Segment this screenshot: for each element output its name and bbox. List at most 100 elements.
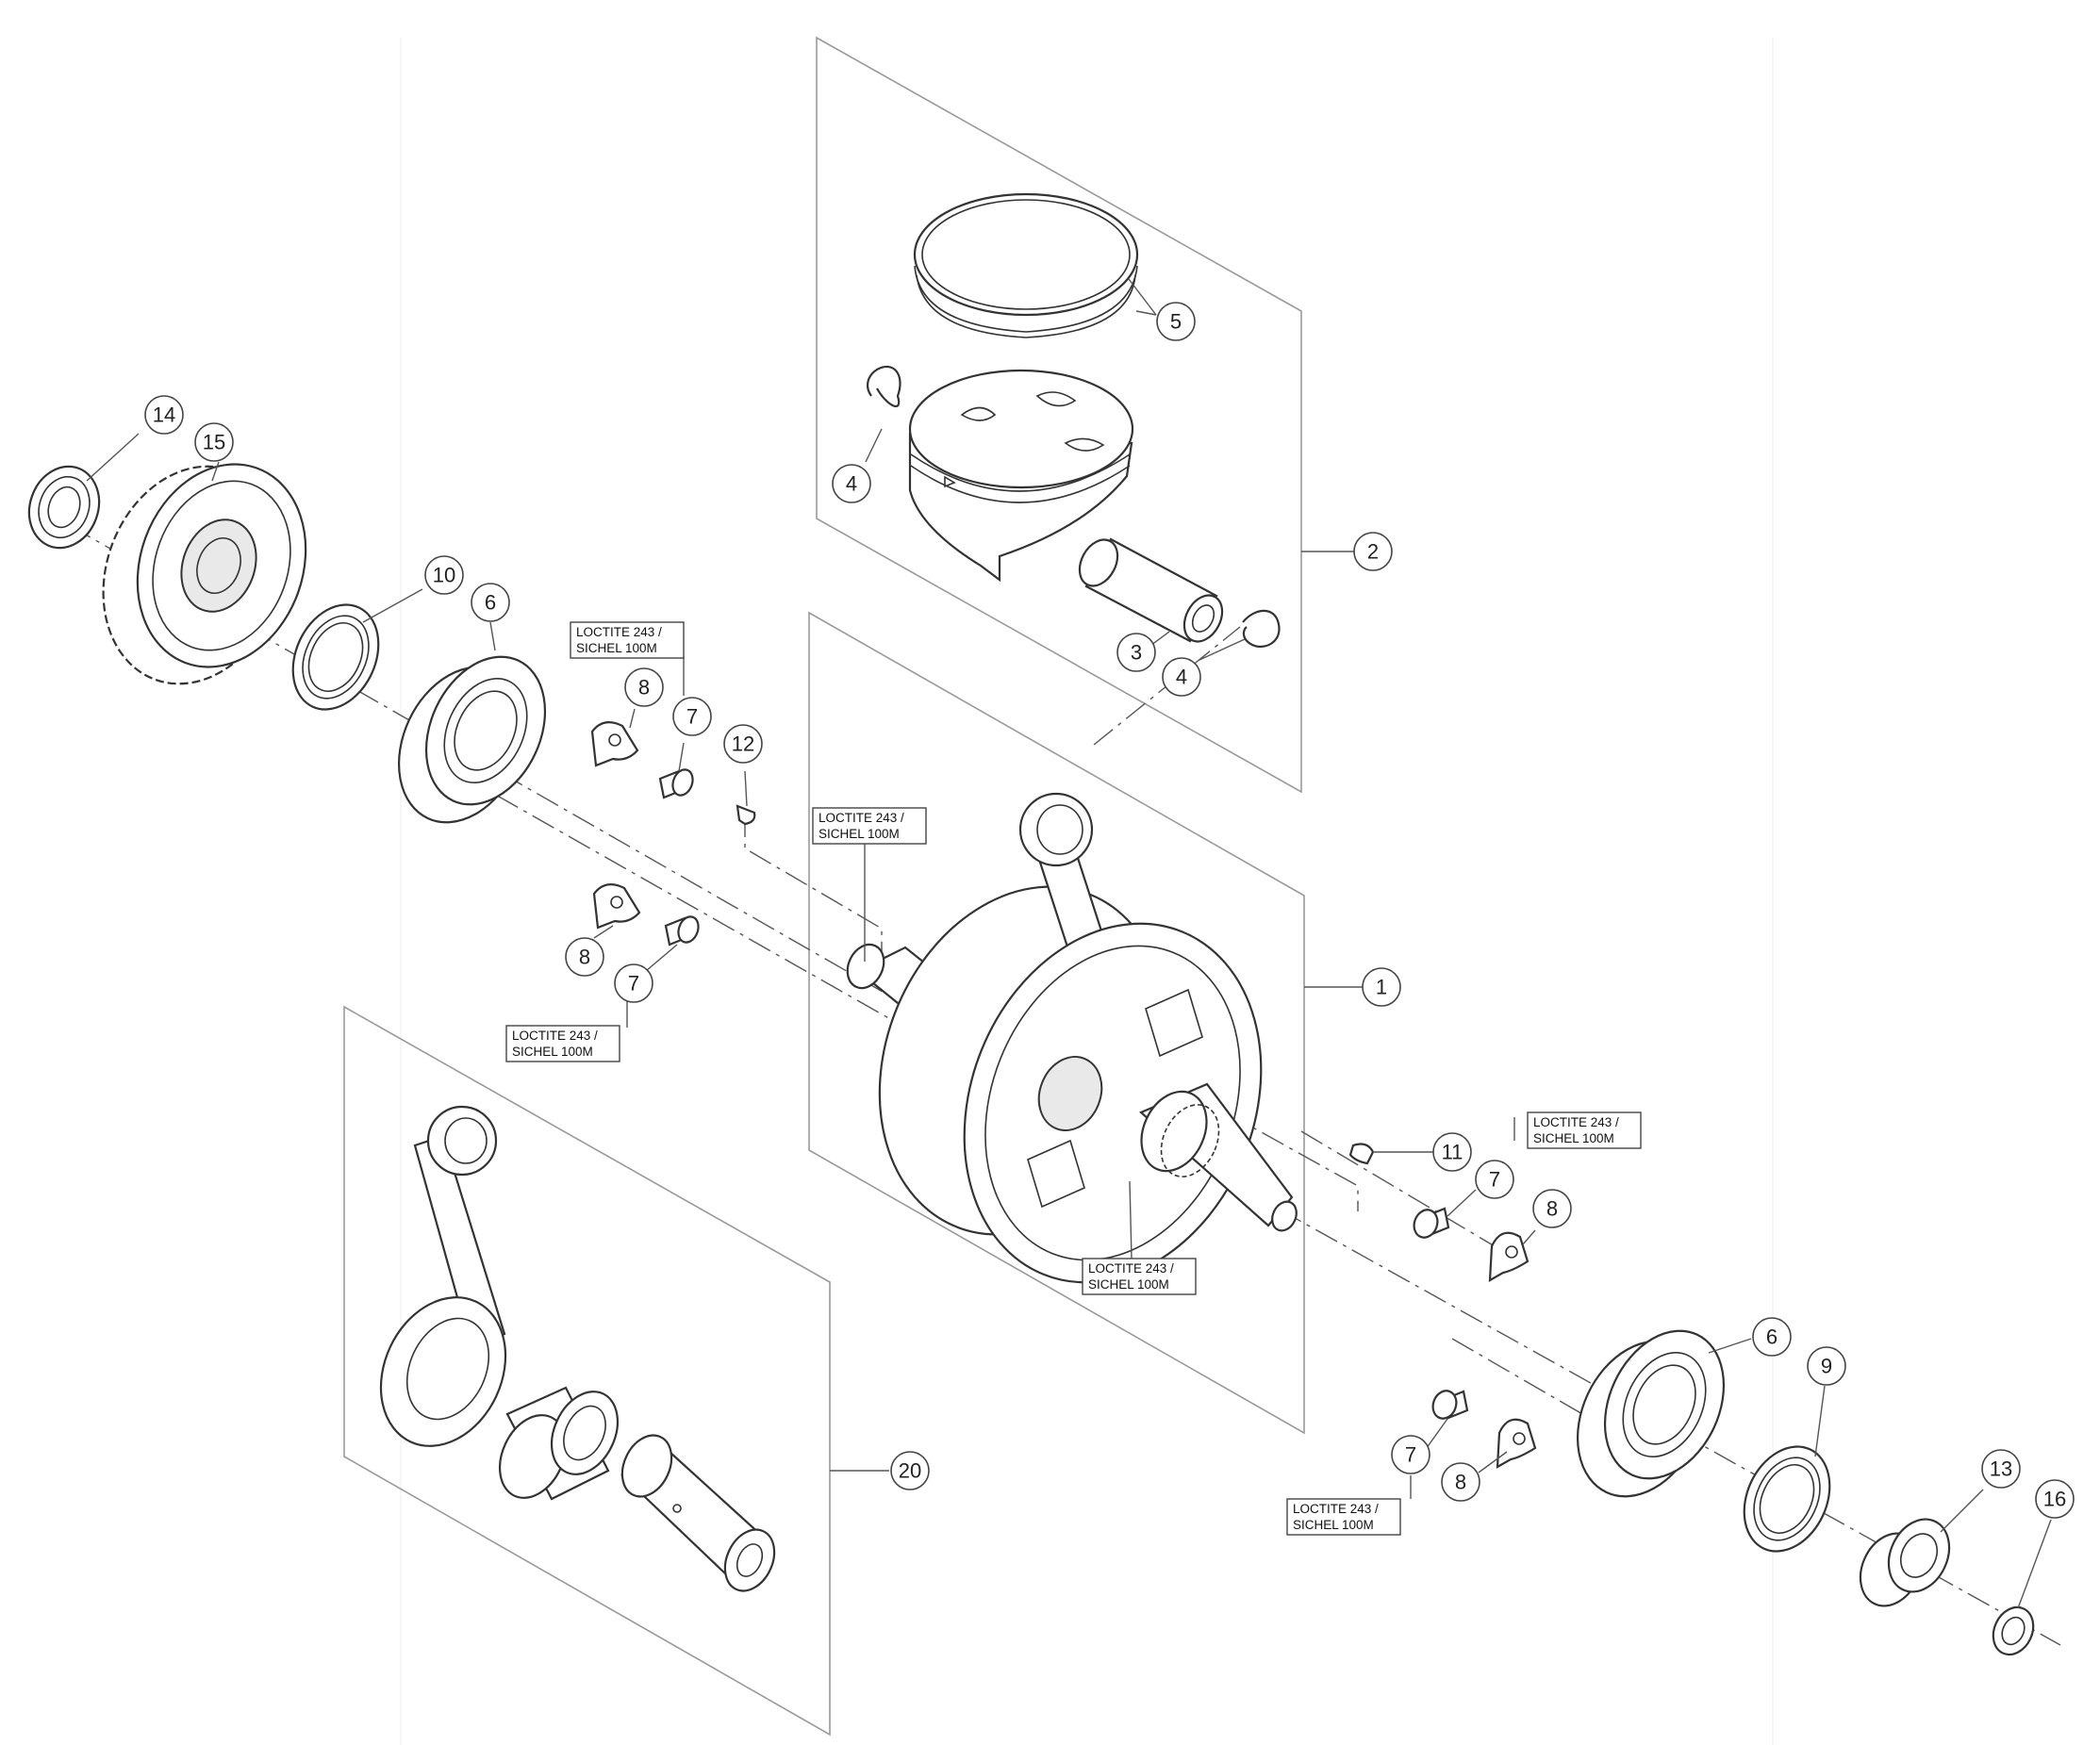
loctite-note-line1: LOCTITE 243 /: [1088, 1261, 1174, 1276]
svg-text:1: 1: [1376, 976, 1387, 999]
loctite-note-line2: SICHEL 100M: [576, 641, 657, 655]
piston: [908, 369, 1134, 583]
screw-right-upper: [1413, 1207, 1450, 1239]
callout-8-right-upper: 8: [1532, 1189, 1572, 1228]
callout-12: 12: [723, 724, 763, 764]
needle-bearing-cage: [498, 1386, 620, 1501]
screw-upper-left: [658, 768, 694, 799]
loctite-note-line2: SICHEL 100M: [512, 1045, 593, 1059]
svg-text:8: 8: [1455, 1471, 1466, 1494]
callout-5: 5: [1156, 302, 1196, 341]
svg-text:4: 4: [1176, 666, 1187, 689]
piston-pin: [1078, 537, 1224, 643]
callout-16: 16: [2035, 1479, 2075, 1519]
loctite-note-line2: SICHEL 100M: [1293, 1518, 1374, 1532]
loctite-note-line2: SICHEL 100M: [1533, 1131, 1614, 1145]
loctite-note-lower-left: LOCTITE 243 / SICHEL 100M: [505, 1025, 620, 1062]
svg-text:8: 8: [638, 676, 650, 700]
oil-seal-small-left: [27, 465, 101, 550]
callout-4-right: 4: [1162, 657, 1201, 697]
woodruff-key-right: [1348, 1143, 1375, 1165]
lock-plate-hole: [608, 733, 621, 747]
callout-10: 10: [424, 555, 464, 595]
lock-plate-lower-left: [592, 883, 641, 930]
svg-text:5: 5: [1170, 310, 1182, 334]
loctite-note-line1: LOCTITE 243 /: [1293, 1502, 1379, 1516]
shaft-seal-ring-right: [1743, 1445, 1831, 1553]
oil-seal-small-right: [1992, 1605, 2035, 1656]
svg-text:6: 6: [1766, 1325, 1778, 1349]
svg-text:7: 7: [1405, 1443, 1416, 1467]
svg-text:16: 16: [2043, 1488, 2066, 1511]
svg-text:11: 11: [1442, 1141, 1463, 1164]
callout-6-left: 6: [471, 583, 510, 622]
svg-text:8: 8: [579, 946, 590, 969]
circlip-left: [866, 365, 901, 408]
crankshaft-nut: [1859, 1518, 1951, 1607]
svg-text:7: 7: [628, 972, 639, 996]
svg-text:10: 10: [433, 564, 455, 587]
callout-14: 14: [144, 395, 184, 435]
connecting-rod-kit: [379, 1105, 507, 1447]
callout-3: 3: [1116, 633, 1156, 672]
piston-rings: [913, 192, 1139, 338]
leader-lines: [86, 278, 2052, 1609]
callout-4-left: 4: [832, 464, 871, 503]
loctite-note-line1: LOCTITE 243 /: [576, 625, 662, 639]
svg-text:4: 4: [846, 472, 857, 496]
callout-8-lower-left: 8: [565, 937, 604, 977]
svg-text:7: 7: [686, 705, 698, 729]
loctite-note-line1: LOCTITE 243 /: [512, 1029, 598, 1043]
callout-7-lower-left: 7: [614, 963, 653, 1003]
svg-text:8: 8: [1546, 1197, 1558, 1221]
svg-text:6: 6: [485, 591, 496, 615]
screw-lower-left: [664, 915, 700, 947]
callout-20: 20: [890, 1451, 930, 1490]
crank-pin: [620, 1434, 776, 1592]
callout-8-upper-left: 8: [624, 667, 664, 707]
loctite-note-line2: SICHEL 100M: [1088, 1277, 1169, 1292]
callout-13: 13: [1981, 1449, 2021, 1489]
svg-text:20: 20: [899, 1459, 921, 1483]
primary-gear: [102, 463, 307, 685]
lock-plate-hole: [1505, 1245, 1518, 1259]
callout-8-right-lower: 8: [1441, 1462, 1480, 1502]
callout-9: 9: [1807, 1346, 1846, 1386]
svg-text:15: 15: [203, 431, 225, 454]
main-bearing-right: [1576, 1329, 1726, 1498]
loctite-note-line1: LOCTITE 243 /: [819, 811, 904, 825]
loctite-note-right-upper: LOCTITE 243 / SICHEL 100M: [1527, 1111, 1642, 1149]
lock-plate-hole: [1513, 1432, 1526, 1445]
loctite-note-line2: SICHEL 100M: [819, 827, 900, 841]
svg-text:3: 3: [1131, 641, 1142, 665]
conrod-kit-group-outline: [343, 1005, 831, 1737]
loctite-note-right-lower: LOCTITE 243 / SICHEL 100M: [1286, 1498, 1401, 1536]
callout-6-right: 6: [1752, 1317, 1792, 1357]
screw-right-lower: [1431, 1390, 1469, 1420]
lock-plate-hole: [610, 896, 623, 909]
woodruff-key-upper: [736, 804, 756, 826]
shaft-seal-ring: [291, 603, 380, 711]
loctite-note-line1: LOCTITE 243 /: [1533, 1115, 1619, 1129]
callout-15: 15: [194, 422, 234, 462]
callout-7-right-upper: 7: [1475, 1160, 1514, 1199]
crankshaft-group-outline: [808, 611, 1305, 1435]
svg-text:13: 13: [1990, 1457, 2012, 1481]
svg-text:2: 2: [1367, 540, 1379, 564]
svg-text:14: 14: [153, 403, 175, 427]
svg-text:9: 9: [1821, 1355, 1832, 1378]
callout-1: 1: [1362, 967, 1401, 1007]
crankshaft-assembly: [846, 792, 1298, 1284]
callout-7-upper-left: 7: [672, 697, 712, 736]
loctite-note-crank-left: LOCTITE 243 / SICHEL 100M: [812, 807, 927, 845]
svg-text:12: 12: [732, 733, 754, 756]
main-bearing-left: [397, 655, 547, 824]
lock-plate-upper-left: [590, 721, 639, 767]
callout-7-right-lower: 7: [1391, 1435, 1430, 1474]
callout-11: 11: [1432, 1132, 1472, 1172]
svg-text:7: 7: [1489, 1168, 1500, 1192]
callout-2: 2: [1353, 532, 1393, 571]
loctite-note-crank-right: LOCTITE 243 / SICHEL 100M: [1082, 1258, 1197, 1295]
loctite-note-upper-left: LOCTITE 243 / SICHEL 100M: [570, 621, 685, 659]
